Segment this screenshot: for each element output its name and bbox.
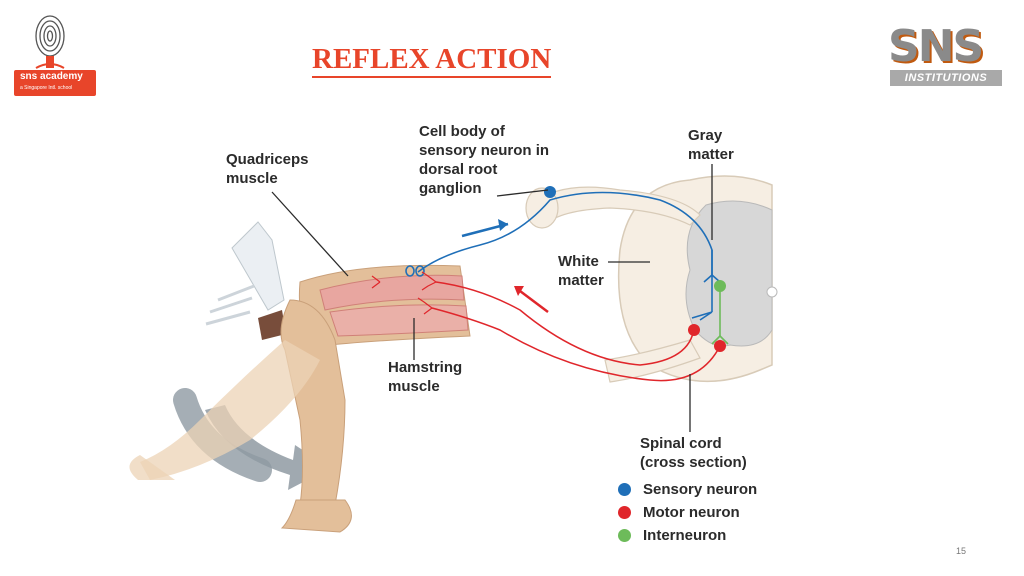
spinal-cord-label: Spinal cord (cross section)	[640, 434, 747, 472]
motor-endplates-quadriceps	[371, 271, 437, 291]
spinal-cord-label-line-2: (cross section)	[640, 454, 747, 471]
quadriceps-muscle	[319, 274, 465, 311]
white-matter-label-line-1: White	[558, 253, 599, 270]
hamstring-muscle	[329, 304, 469, 337]
sensory-cell-body	[544, 186, 556, 198]
spinal-cord-label-line-1: Spinal cord	[640, 435, 722, 452]
ventral-root	[604, 339, 701, 383]
cell-body-label-line-3: dorsal root	[419, 161, 498, 178]
gray-matter-label-line-2: matter	[688, 146, 734, 163]
interneuron-path	[711, 290, 729, 345]
gray-matter-label: Gray matter	[688, 126, 734, 164]
logo-right-sub: INSTITUTIONS	[890, 70, 1002, 86]
spinal-cord-gray-matter	[685, 200, 773, 347]
motor-cell-body-1	[688, 324, 700, 336]
logo-left-name: sns academy	[20, 71, 83, 82]
hamstring-label-line-2: muscle	[388, 378, 440, 395]
page-number: 15	[956, 546, 967, 556]
legend-label-motor: Motor neuron	[643, 503, 740, 521]
foot	[280, 499, 352, 533]
sns-academy-logo: sns academy a Singapore Intl. school	[10, 8, 96, 96]
swung-leg	[140, 340, 320, 480]
motor-cell-body-2	[714, 340, 726, 352]
motor-endplates-hamstring	[417, 297, 433, 315]
gray-matter-label-line-1: Gray	[688, 127, 723, 144]
cell-body-label: Cell body of sensory neuron in dorsal ro…	[419, 122, 549, 198]
white-matter-label-line-2: matter	[558, 272, 604, 289]
logo-left-banner: sns academy a Singapore Intl. school	[14, 70, 96, 96]
hamstring-label: Hamstring muscle	[388, 358, 462, 396]
reflex-hammer	[205, 221, 286, 340]
legend-item-motor: Motor neuron	[618, 501, 740, 523]
legend-dot-sensory	[618, 482, 631, 496]
dorsal-root	[529, 186, 701, 226]
legend-dot-interneuron	[618, 528, 631, 542]
fingerprint-tree-icon	[35, 15, 65, 69]
logo-left-tagline: a Singapore Intl. school	[20, 85, 73, 91]
slide-title: REFLEX ACTION	[312, 42, 552, 78]
legend-item-sensory: Sensory neuron	[618, 478, 757, 500]
quadriceps-leader	[271, 191, 349, 277]
legend-label-interneuron: Interneuron	[643, 526, 727, 544]
sns-institutions-logo: SNS INSTITUTIONS	[884, 20, 1010, 96]
logo-right-word: SNS	[888, 21, 984, 72]
legend-label-sensory: Sensory neuron	[643, 480, 758, 498]
cell-body-leader	[496, 189, 549, 197]
cell-body-label-line-4: ganglion	[419, 180, 482, 197]
quadriceps-label-line-2: muscle	[226, 170, 278, 187]
interneuron-cell-body	[714, 280, 726, 292]
motor-arrow	[515, 287, 549, 313]
quadriceps-label: Quadriceps muscle	[226, 150, 309, 188]
cell-body-label-line-2: sensory neuron in	[419, 142, 550, 159]
legend-item-interneuron: Interneuron	[618, 524, 726, 546]
legend-dot-motor	[618, 505, 631, 519]
sensory-neuron-path	[405, 191, 721, 321]
hamstring-label-line-1: Hamstring	[388, 359, 463, 376]
white-matter-label: White matter	[558, 252, 604, 290]
quadriceps-label-line-1: Quadriceps	[226, 151, 309, 168]
cell-body-label-line-1: Cell body of	[419, 123, 505, 140]
